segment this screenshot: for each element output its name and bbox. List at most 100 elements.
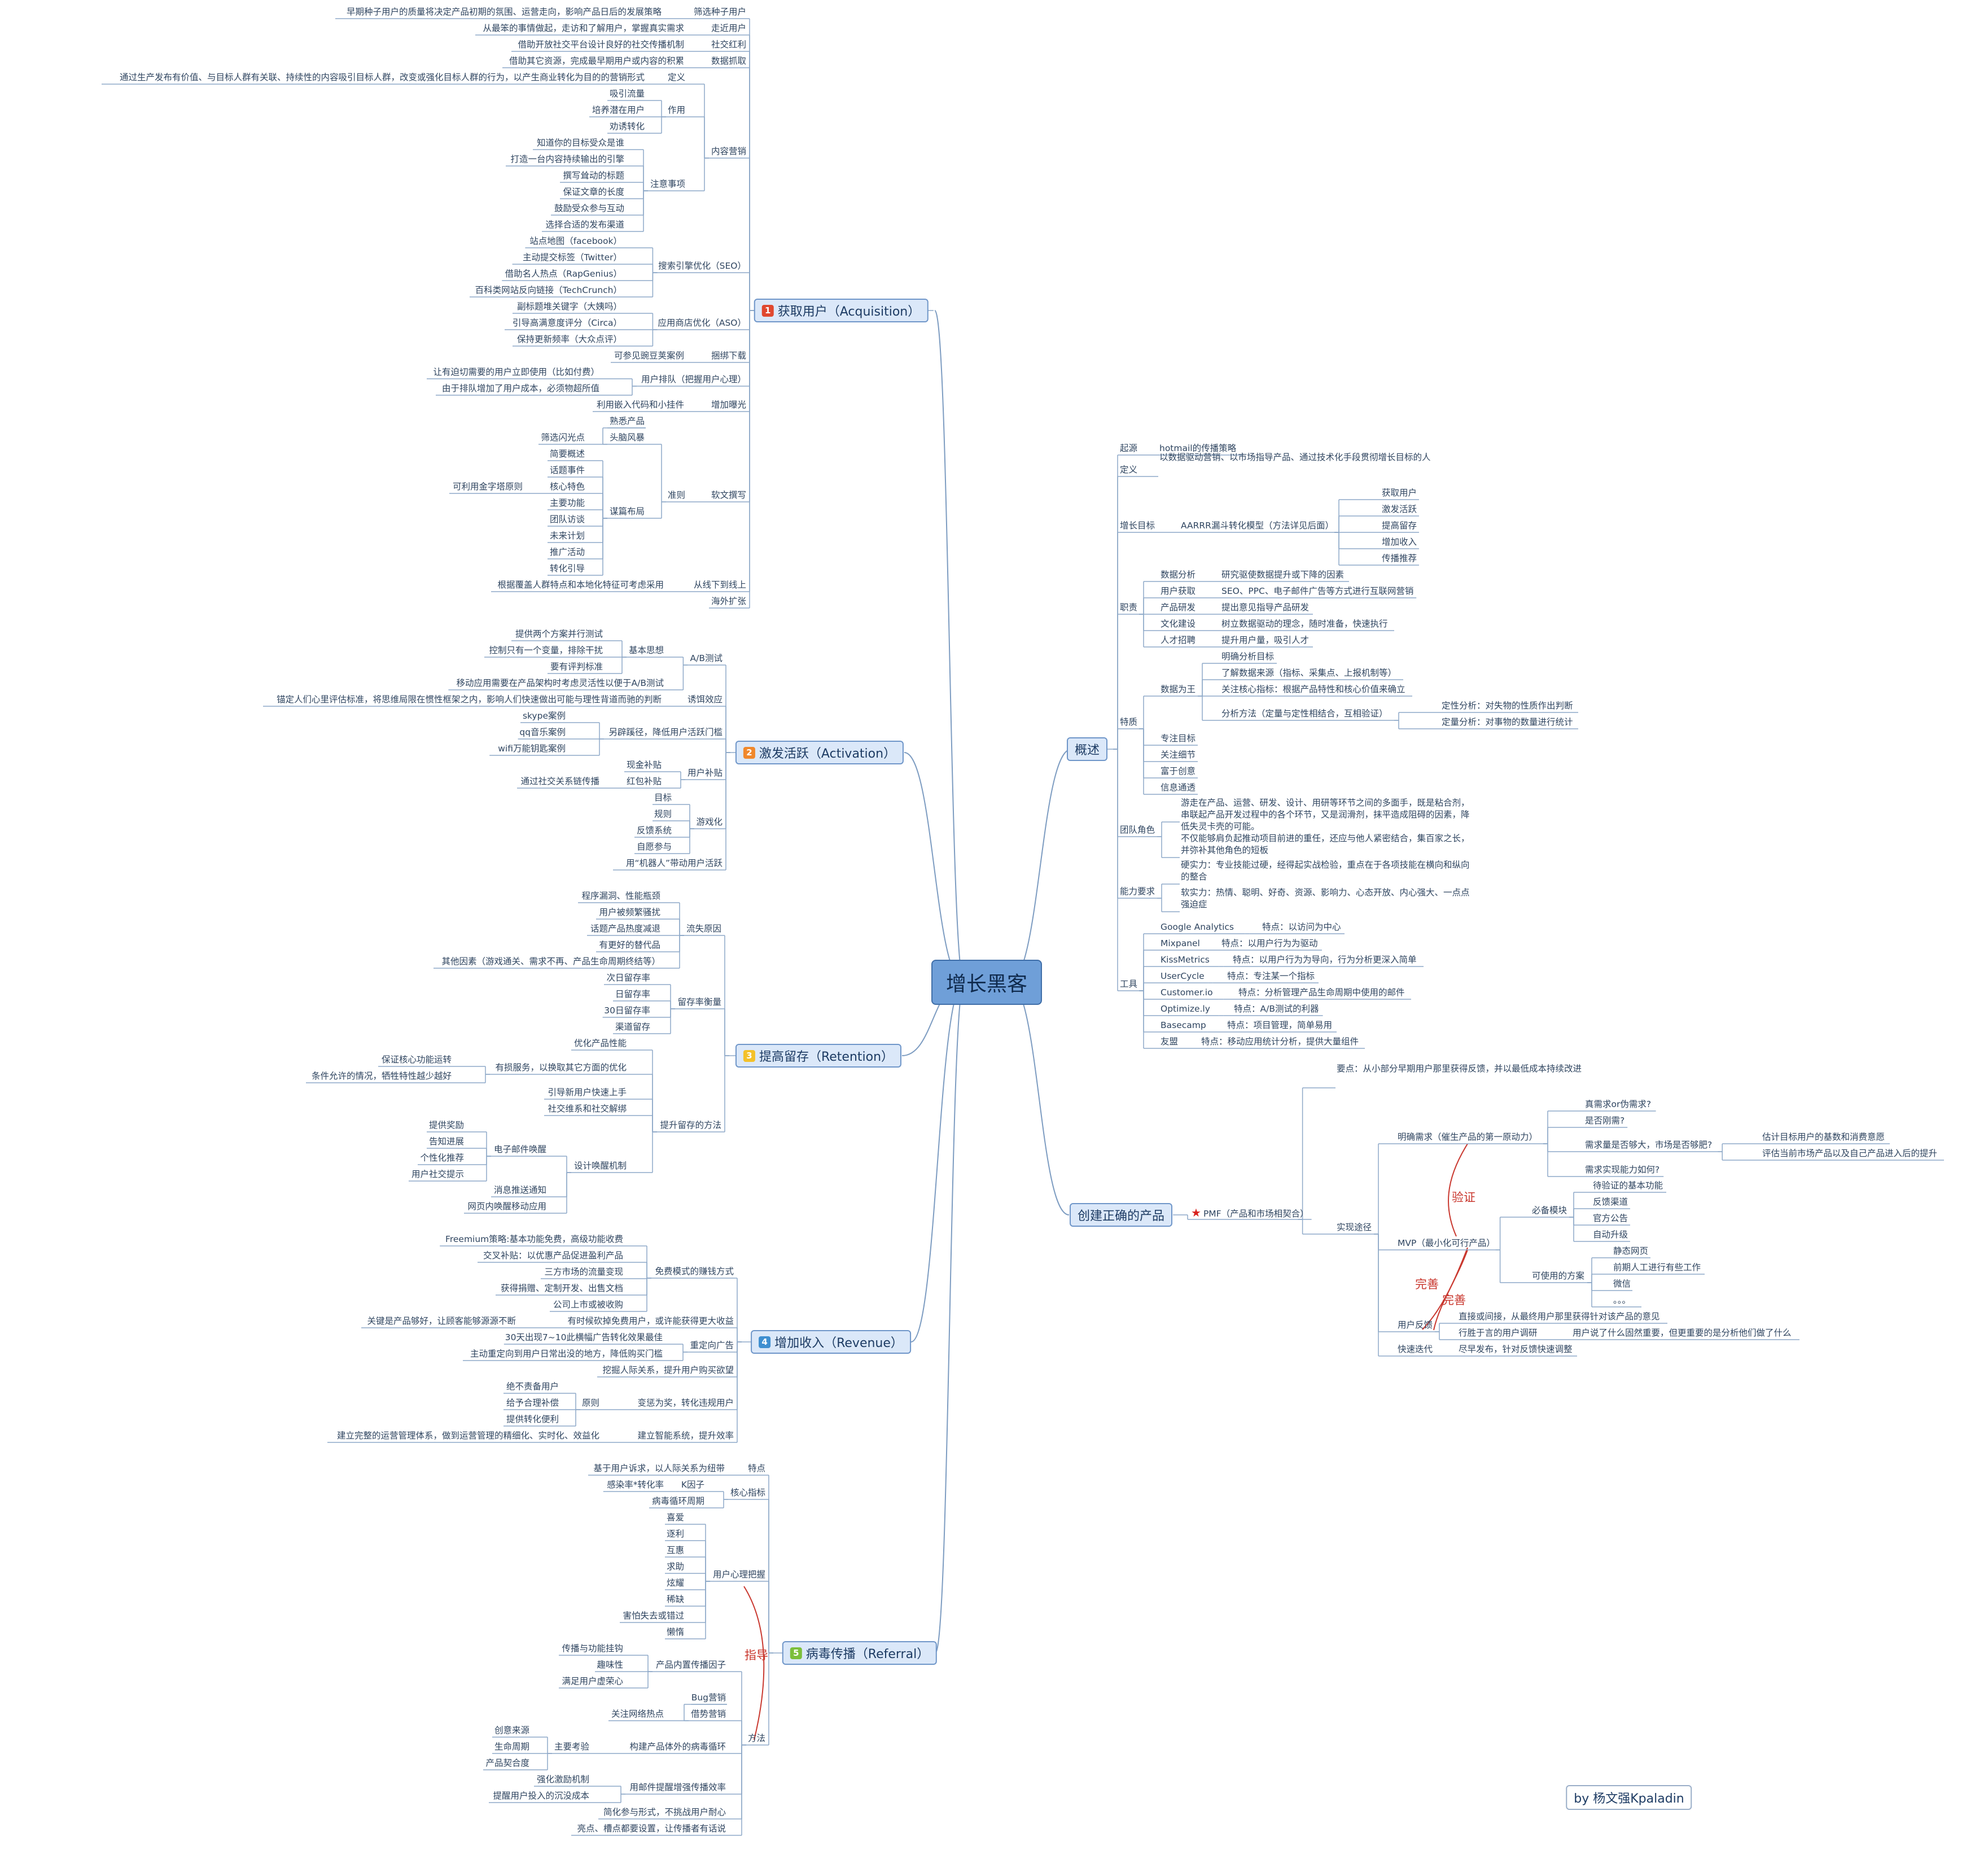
topic-c2d[interactable]: 渠道留存 <box>615 1022 650 1033</box>
topic-g1b1c1[interactable]: 估计目标用户的基数和消费意愿 <box>1762 1132 1885 1143</box>
topic-e4c1b[interactable]: 生命周期 <box>494 1742 529 1752</box>
topic-c3e[interactable]: 设计唤醒机制 <box>574 1161 627 1171</box>
topic-a5c1[interactable]: 知道你的目标受众是谁 <box>537 138 624 148</box>
topic-b2[interactable]: 诱饵效应 <box>688 694 722 705</box>
topic-a11a2c[interactable]: 核心特色 <box>550 482 585 492</box>
topic-d5a[interactable]: 原则 <box>582 1398 599 1409</box>
topic-b1a2[interactable]: 控制只有一个变量，排除干扰 <box>489 645 603 656</box>
topic-e4c1a[interactable]: 创意来源 <box>494 1725 529 1736</box>
topic-a5b3[interactable]: 劝诱转化 <box>610 121 645 132</box>
branch-revenue[interactable]: 4 增加收入（Revenue） <box>751 1330 911 1354</box>
topic-c3e1c[interactable]: 个性化推荐 <box>420 1153 464 1164</box>
topic-a11a1a[interactable]: 熟悉产品 <box>610 416 645 427</box>
topic-b1[interactable]: A/B测试 <box>690 653 722 664</box>
topic-f8d1[interactable]: 特点：专注某一个指标 <box>1227 971 1315 982</box>
topic-g1b1[interactable]: 明确需求（催生产品的第一原动力） <box>1398 1132 1538 1143</box>
topic-f5a2[interactable]: 了解数据来源（指标、采集点、上报机制等） <box>1221 668 1396 679</box>
topic-a6d[interactable]: 百科类网站反向链接（TechCrunch） <box>475 285 622 296</box>
topic-e4d2[interactable]: 提醒用户投入的沉没成本 <box>493 1791 589 1801</box>
topic-f4a[interactable]: 数据分析 <box>1161 570 1196 580</box>
topic-c1c[interactable]: 话题产品热度减退 <box>590 924 660 934</box>
topic-b3[interactable]: 另辟蹊径，降低用户活跃门槛 <box>608 727 722 738</box>
topic-a5b[interactable]: 作用 <box>668 105 685 116</box>
topic-f8h[interactable]: 友盟 <box>1161 1036 1178 1047</box>
topic-b6[interactable]: 用“机器人”带动用户活跃 <box>626 858 722 869</box>
topic-c1e[interactable]: 其他因素（游戏通关、需求不再、产品生命周期终结等） <box>441 956 660 967</box>
topic-f8h1[interactable]: 特点：移动应用统计分析，提供大量组件 <box>1201 1036 1359 1047</box>
topic-f3a4[interactable]: 增加收入 <box>1382 537 1417 548</box>
topic-a8[interactable]: 捆绑下载 <box>711 351 746 361</box>
topic-c3e1[interactable]: 电子邮件唤醒 <box>494 1144 546 1155</box>
topic-b4[interactable]: 用户补贴 <box>688 768 722 779</box>
topic-e4a3[interactable]: 满足用户虚荣心 <box>562 1676 623 1687</box>
topic-c3e1b[interactable]: 告知进展 <box>429 1136 464 1147</box>
topic-f7b[interactable]: 软实力：热情、聪明、好奇、资源、影响力、心态开放、内心强大、一点点强迫症 <box>1181 887 1474 911</box>
topic-a5a[interactable]: 定义 <box>668 72 685 83</box>
topic-a5c6[interactable]: 选择合适的发布渠道 <box>545 220 624 230</box>
topic-b4b[interactable]: 红包补贴 <box>627 776 662 787</box>
topic-f6[interactable]: 团队角色 <box>1120 825 1155 836</box>
topic-a3a[interactable]: 借助开放社交平台设计良好的社交传播机制 <box>518 40 684 50</box>
branch-acquisition[interactable]: 1 获取用户（Acquisition） <box>754 299 929 322</box>
topic-g1b3b[interactable]: 行胜于言的用户调研 <box>1459 1328 1538 1339</box>
topic-f8[interactable]: 工具 <box>1120 979 1137 990</box>
topic-a5c2[interactable]: 打造一台内容持续输出的引擎 <box>510 154 624 165</box>
topic-g1b3b1[interactable]: 用户说了什么固然重要，但更重要的是分析他们做了什么 <box>1573 1328 1792 1339</box>
topic-f5d[interactable]: 富于创意 <box>1161 766 1196 777</box>
topic-f8e[interactable]: Customer.io <box>1161 987 1213 998</box>
topic-e4f[interactable]: 亮点、槽点都要设置，让传播者有话说 <box>577 1823 726 1834</box>
topic-f4a1[interactable]: 研究驱使数据提升或下降的因素 <box>1221 570 1344 580</box>
topic-a5b1[interactable]: 吸引流量 <box>610 89 645 99</box>
topic-b3b[interactable]: qq音乐案例 <box>519 727 566 738</box>
topic-a7a[interactable]: 副标题堆关键字（大姨吗） <box>517 301 622 312</box>
topic-a9b[interactable]: 由于排队增加了用户成本，必须物超所值 <box>442 383 599 394</box>
topic-a4a[interactable]: 借助其它资源，完成最早期用户或内容的积累 <box>509 56 684 67</box>
topic-d5a1[interactable]: 绝不责备用户 <box>506 1381 559 1392</box>
topic-a7b[interactable]: 引导高满意度评分（Circa） <box>513 318 622 329</box>
topic-f4b1[interactable]: SEO、PPC、电子邮件广告等方式进行互联网营销 <box>1221 586 1413 597</box>
topic-f5a3[interactable]: 关注核心指标：根据产品特性和核心价值来确立 <box>1221 684 1405 695</box>
topic-a11a[interactable]: 准则 <box>668 490 685 501</box>
topic-f4c1[interactable]: 提出意见指导产品研发 <box>1221 602 1309 613</box>
topic-a9[interactable]: 用户排队（把握用户心理） <box>641 374 746 385</box>
topic-e4e[interactable]: 简化参与形式，不挑战用户耐心 <box>603 1807 726 1818</box>
topic-d1a[interactable]: Freemium策略:基本功能免费，高级功能收费 <box>445 1234 623 1245</box>
topic-c3e1a[interactable]: 提供奖励 <box>429 1120 464 1131</box>
topic-a5c3[interactable]: 撰写耸动的标题 <box>563 170 624 181</box>
topic-f8f[interactable]: Optimize.ly <box>1161 1004 1210 1014</box>
topic-f7a[interactable]: 硬实力：专业技能过硬，经得起实战检验，重点在于各项技能在横向和纵向的整合 <box>1181 859 1474 883</box>
topic-a6b[interactable]: 主动提交标签（Twitter） <box>523 252 622 263</box>
topic-c2c[interactable]: 30日留存率 <box>604 1005 650 1016</box>
topic-b3c[interactable]: wifi万能钥匙案例 <box>498 744 566 754</box>
topic-f8g1[interactable]: 特点：项目管理，简单易用 <box>1227 1020 1332 1031</box>
topic-e3h[interactable]: 懒惰 <box>667 1627 684 1638</box>
topic-a11a2e[interactable]: 团队访谈 <box>550 514 585 525</box>
topic-d2[interactable]: 有时候砍掉免费用户，或许能获得更大收益 <box>567 1316 734 1327</box>
topic-e4a2[interactable]: 趣味性 <box>597 1660 623 1670</box>
topic-b2a[interactable]: 锚定人们心里评估标准，将思维局限在惯性框架之内，影响人们快速做出可能与理性背道而… <box>277 694 662 705</box>
topic-a12a[interactable]: 根据覆盖人群特点和本地化特征可考虑采用 <box>497 580 664 591</box>
topic-f5c[interactable]: 关注细节 <box>1161 750 1196 760</box>
topic-f2a[interactable]: 以数据驱动营销、以市场指导产品、通过技术化手段贯彻增长目标的人 <box>1159 452 1453 463</box>
topic-a6a[interactable]: 站点地图（facebook） <box>529 236 622 247</box>
topic-b5a[interactable]: 目标 <box>654 793 672 803</box>
topic-c2[interactable]: 留存率衡量 <box>677 997 721 1008</box>
topic-f3a2[interactable]: 激发活跃 <box>1382 504 1417 515</box>
topic-d1d[interactable]: 获得捐赠、定制开发、出售文档 <box>501 1283 623 1294</box>
topic-e4c[interactable]: 构建产品体外的病毒循环 <box>629 1742 726 1752</box>
topic-e2[interactable]: 核心指标 <box>730 1488 765 1498</box>
topic-g1b2a3[interactable]: 官方公告 <box>1593 1213 1628 1224</box>
topic-a11a2a[interactable]: 简要概述 <box>550 449 585 460</box>
topic-g1b[interactable]: 实现途径 <box>1337 1222 1372 1233</box>
topic-e3c[interactable]: 互惠 <box>667 1545 684 1556</box>
topic-g1b2a4[interactable]: 自动升级 <box>1593 1230 1628 1240</box>
topic-a9a[interactable]: 让有迫切需要的用户立即使用（比如付费） <box>433 367 599 378</box>
topic-g1b1d[interactable]: 需求实现能力如何? <box>1585 1165 1659 1175</box>
topic-f8b1[interactable]: 特点：以用户行为为驱动 <box>1221 938 1318 949</box>
topic-a11a1b[interactable]: 筛选闪光点 <box>541 432 585 443</box>
topic-d3[interactable]: 重定向广告 <box>690 1340 734 1351</box>
topic-g1a[interactable]: 要点：从小部分早期用户那里获得反馈，并以最低成本持续改进 <box>1337 1063 1630 1075</box>
topic-e3a[interactable]: 喜爱 <box>667 1512 684 1523</box>
topic-a5[interactable]: 内容营销 <box>711 146 746 157</box>
topic-f5a[interactable]: 数据为王 <box>1161 684 1196 695</box>
